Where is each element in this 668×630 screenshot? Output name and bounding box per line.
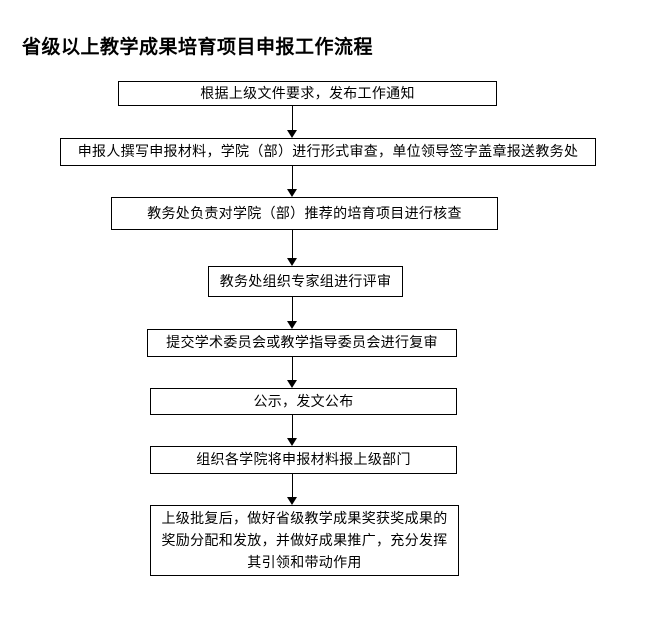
flow-connector-2-3 [292,166,293,189]
arrow-head-icon-7-8 [287,497,297,505]
flow-connector-4-5 [292,297,293,321]
flow-connector-5-6 [292,357,293,380]
flow-node-step-3[interactable]: 教务处负责对学院（部）推荐的培育项目进行核查 [111,197,498,230]
flow-node-step-4[interactable]: 教务处组织专家组进行评审 [208,266,403,297]
flow-connector-1-2 [292,106,293,130]
flow-connector-3-4 [292,230,293,258]
arrow-head-icon-6-7 [287,438,297,446]
flow-connector-6-7 [292,415,293,438]
flow-node-step-5[interactable]: 提交学术委员会或教学指导委员会进行复审 [147,329,457,357]
page-title: 省级以上教学成果培育项目申报工作流程 [22,35,374,58]
arrow-head-icon-5-6 [287,380,297,388]
flow-node-step-8[interactable]: 上级批复后，做好省级教学成果奖获奖成果的 奖励分配和发放，并做好成果推广，充分发… [150,505,459,576]
flow-node-step-7[interactable]: 组织各学院将申报材料报上级部门 [150,446,457,474]
arrow-head-icon-2-3 [287,189,297,197]
flow-node-step-1[interactable]: 根据上级文件要求，发布工作通知 [118,81,497,106]
arrow-head-icon-1-2 [287,130,297,138]
arrow-head-icon-4-5 [287,321,297,329]
arrow-head-icon-3-4 [287,258,297,266]
flow-node-step-2[interactable]: 申报人撰写申报材料，学院（部）进行形式审查，单位领导签字盖章报送教务处 [60,138,596,166]
flow-node-step-6[interactable]: 公示，发文公布 [150,388,457,415]
flow-connector-7-8 [292,474,293,497]
